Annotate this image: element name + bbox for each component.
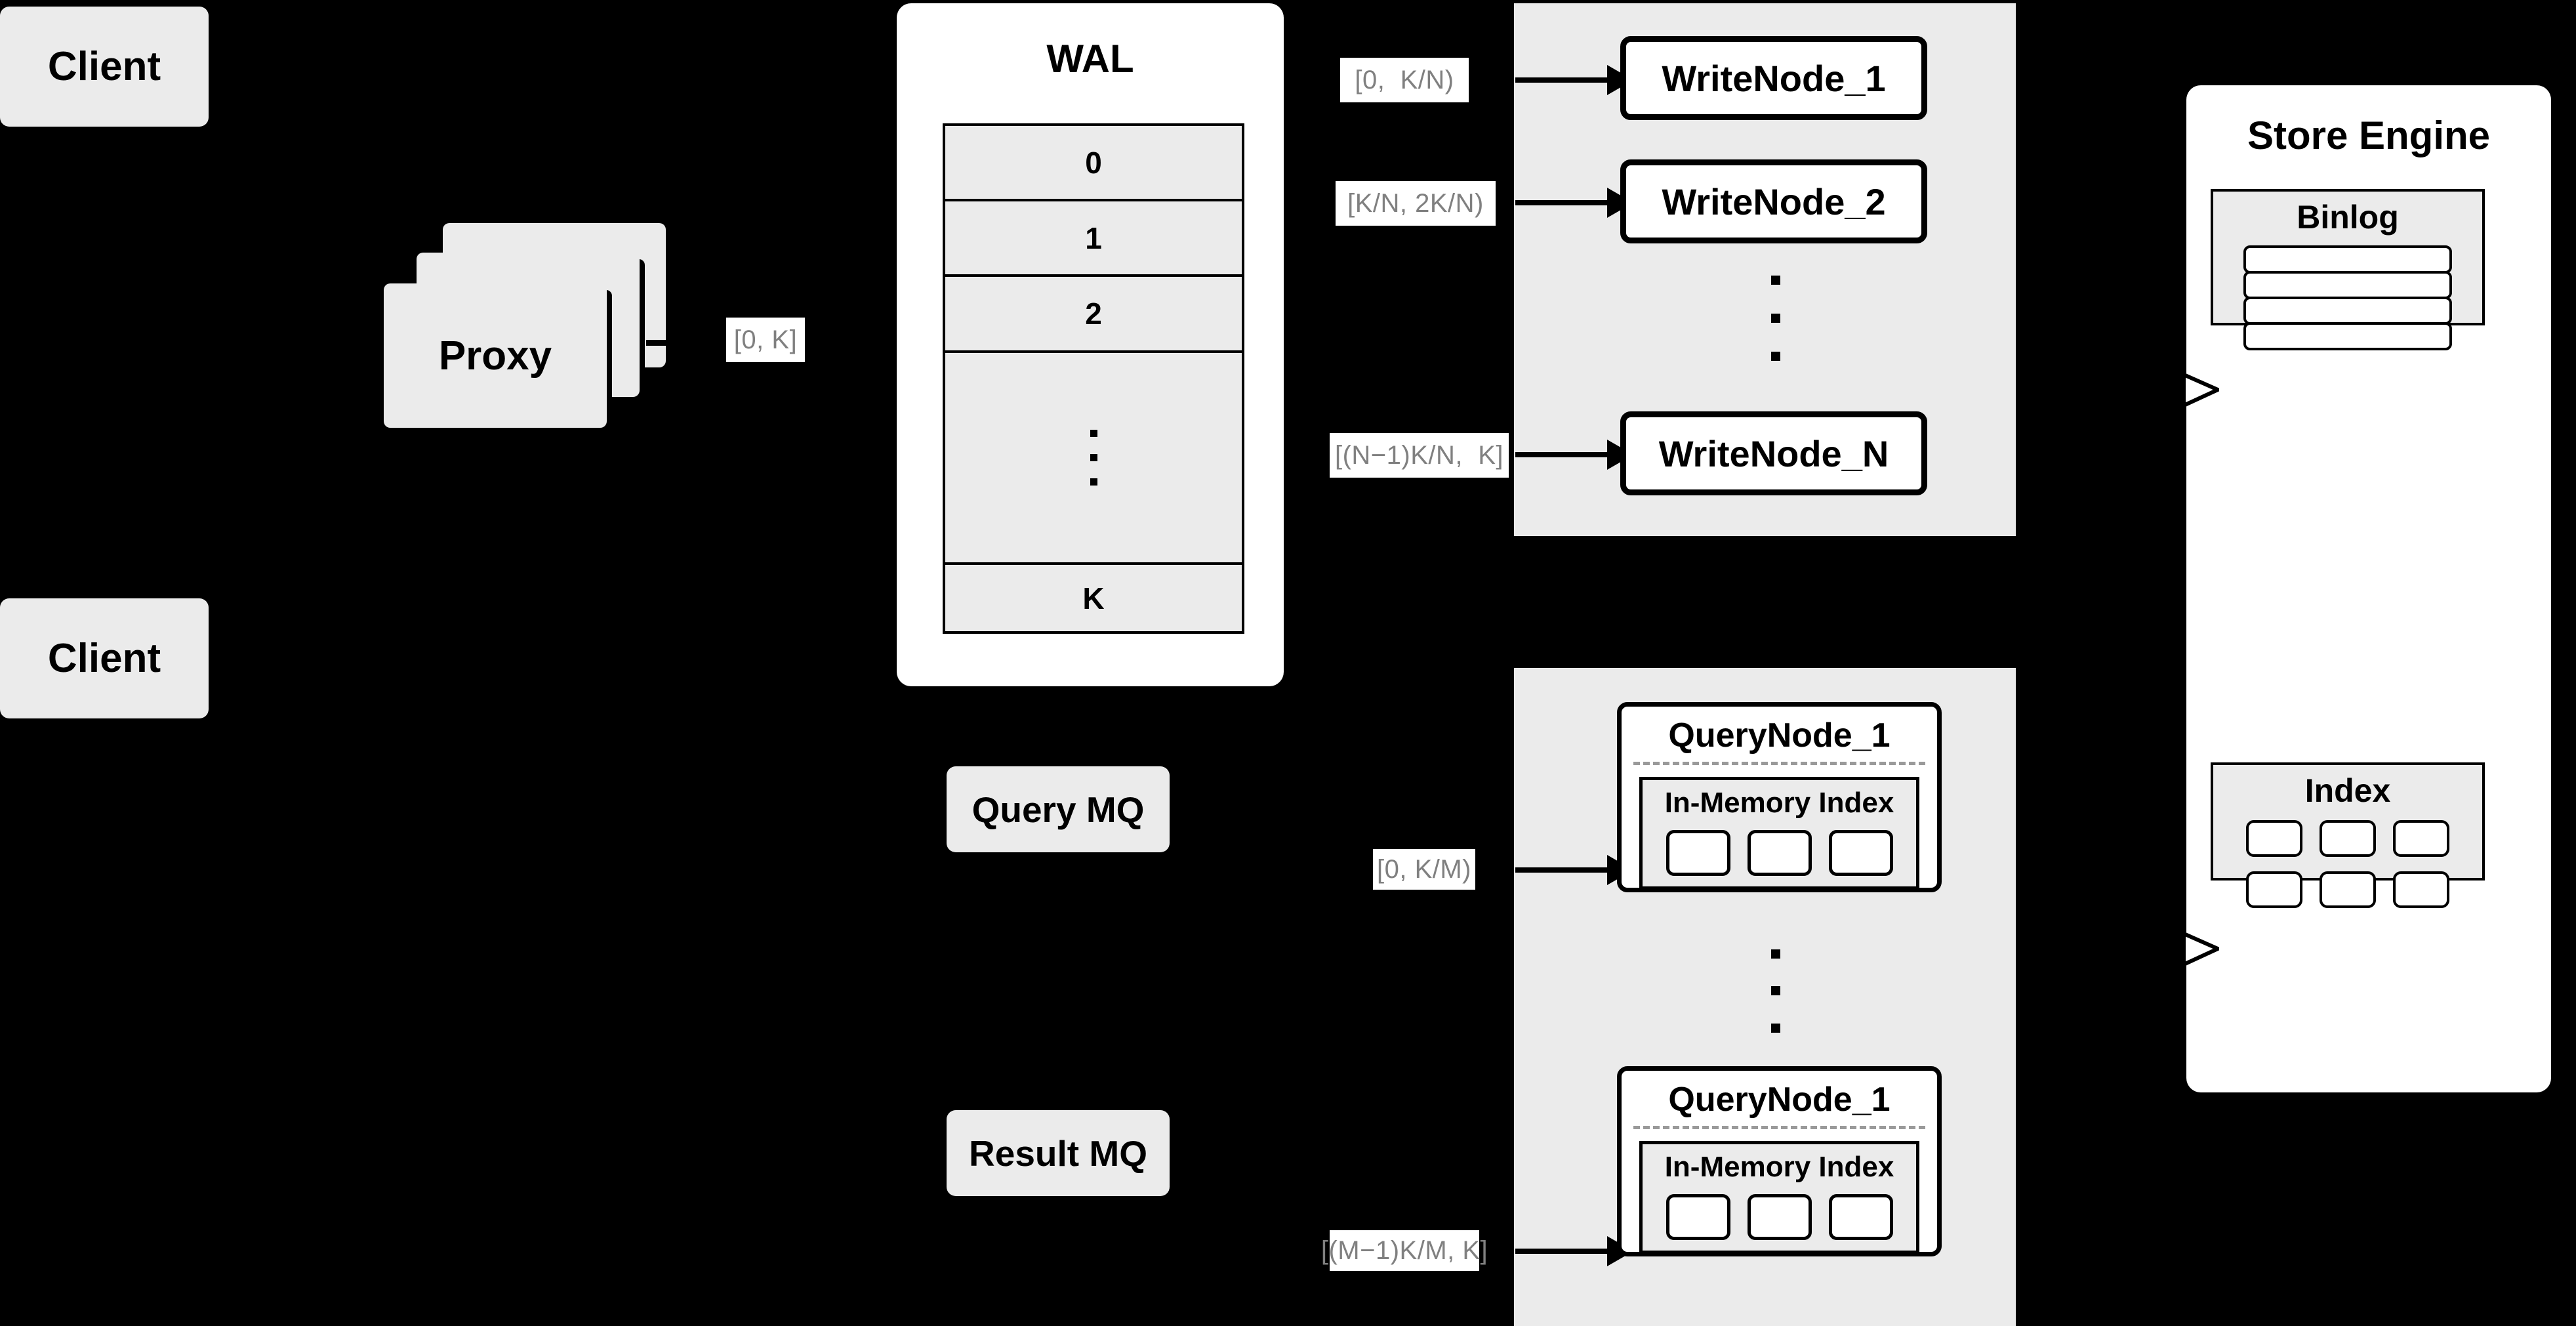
query-node-label: QueryNode_1: [1668, 716, 1891, 755]
ellipsis-dot-icon: [1090, 478, 1097, 486]
ellipsis-dot-icon: [1771, 314, 1780, 323]
arrow-line-querynode-m: [1515, 1249, 1607, 1254]
index-cell: [1666, 830, 1730, 876]
write-node-2[interactable]: WriteNode_2: [1620, 159, 1927, 243]
binlog-row: [2243, 245, 2452, 274]
in-memory-index-label: In-Memory Index: [1664, 1151, 1894, 1183]
proxy-label: Proxy: [438, 333, 552, 379]
arrow-head-binlog-icon: [2182, 373, 2219, 408]
write-node-n[interactable]: WriteNode_N: [1620, 411, 1927, 495]
write-node-label: WriteNode_1: [1662, 57, 1886, 99]
index-cell: [1747, 1194, 1812, 1240]
query-mq-box[interactable]: Query MQ: [947, 766, 1170, 852]
in-memory-index-label: In-Memory Index: [1664, 787, 1894, 819]
wal-title: WAL: [1046, 37, 1134, 81]
range-label-querynode-m: [(M−1)K/M, K]: [1321, 1230, 1488, 1271]
wal-row-last: K: [945, 565, 1242, 632]
ellipsis-dot-icon: [1090, 454, 1097, 462]
query-node-label: QueryNode_1: [1668, 1081, 1891, 1119]
ellipsis-dot-icon: [1771, 352, 1780, 361]
arrow-line-binlog: [2154, 387, 2194, 392]
wal-panel: WAL 0 1 2 K: [897, 3, 1284, 686]
index-cell: [2320, 871, 2376, 908]
ellipsis-dot-icon: [1771, 1024, 1780, 1033]
index-cell: [1747, 830, 1812, 876]
in-memory-index-box: In-Memory Index: [1639, 777, 1919, 890]
binlog-label: Binlog: [2297, 199, 2399, 236]
index-cell: [2246, 820, 2302, 857]
arrow-line-index: [2154, 946, 2194, 951]
arrow-head-index-icon: [2182, 932, 2219, 967]
index-cell: [2393, 820, 2449, 857]
in-memory-index-cells: [1643, 830, 1916, 876]
result-mq-label: Result MQ: [969, 1132, 1147, 1174]
query-node-divider: [1633, 1126, 1925, 1129]
binlog-rows: [2243, 245, 2452, 350]
ellipsis-dot-icon: [1771, 276, 1780, 285]
wal-table: 0 1 2 K: [943, 123, 1244, 634]
in-memory-index-cells: [1643, 1194, 1916, 1240]
index-cell: [2320, 820, 2376, 857]
arrow-line-writenode-2: [1515, 200, 1607, 205]
index-cell: [2393, 871, 2449, 908]
wal-row: 0: [945, 126, 1242, 202]
client-label: Client: [47, 636, 161, 681]
proxy-wal-connector: [646, 340, 672, 346]
query-node-m[interactable]: QueryNode_1 In-Memory Index: [1617, 1066, 1942, 1256]
range-label-writenode-1: [0, K/N): [1340, 58, 1469, 102]
binlog-box: Binlog: [2211, 189, 2485, 350]
arrow-line-writenode-n: [1515, 452, 1607, 457]
ellipsis-dot-icon: [1771, 949, 1780, 959]
in-memory-index-box: In-Memory Index: [1639, 1141, 1919, 1254]
index-cell: [1666, 1194, 1730, 1240]
binlog-row: [2243, 322, 2452, 350]
result-mq-box[interactable]: Result MQ: [947, 1110, 1170, 1196]
index-label: Index: [2304, 772, 2391, 809]
range-label-writenode-2: [K/N, 2K/N): [1336, 181, 1496, 226]
ellipsis-dot-icon: [1771, 986, 1780, 995]
index-grid: [2246, 820, 2449, 908]
wal-row: 1: [945, 201, 1242, 278]
write-node-label: WriteNode_2: [1662, 180, 1886, 222]
range-label-writenode-n: [(N−1)K/N, K]: [1330, 433, 1509, 478]
binlog-row: [2243, 271, 2452, 299]
index-cell: [2246, 871, 2302, 908]
client-label: Client: [47, 44, 161, 89]
range-label-querynode-1: [0, K/M): [1373, 849, 1475, 890]
arrow-line-writenode-1: [1515, 77, 1607, 83]
query-node-1[interactable]: QueryNode_1 In-Memory Index: [1617, 702, 1942, 892]
binlog-row: [2243, 297, 2452, 325]
write-node-1[interactable]: WriteNode_1: [1620, 36, 1927, 120]
index-box: Index: [2211, 762, 2485, 908]
arrow-line-querynode-1: [1515, 867, 1607, 873]
wal-row: 2: [945, 277, 1242, 353]
client-box-1[interactable]: Client: [0, 7, 209, 127]
ellipsis-dot-icon: [1090, 430, 1097, 438]
store-engine-panel: Store Engine Binlog Index: [2186, 85, 2551, 1092]
index-cell: [1828, 830, 1893, 876]
query-mq-label: Query MQ: [971, 789, 1145, 830]
index-cell: [1828, 1194, 1893, 1240]
proxy-card-front[interactable]: Proxy: [384, 283, 607, 428]
store-engine-title: Store Engine: [2247, 114, 2491, 157]
wal-row-ellipsis: [945, 352, 1242, 566]
range-label-proxy: [0, K]: [726, 318, 805, 362]
write-node-label: WriteNode_N: [1658, 432, 1889, 474]
query-node-divider: [1633, 762, 1925, 765]
client-box-2[interactable]: Client: [0, 598, 209, 718]
